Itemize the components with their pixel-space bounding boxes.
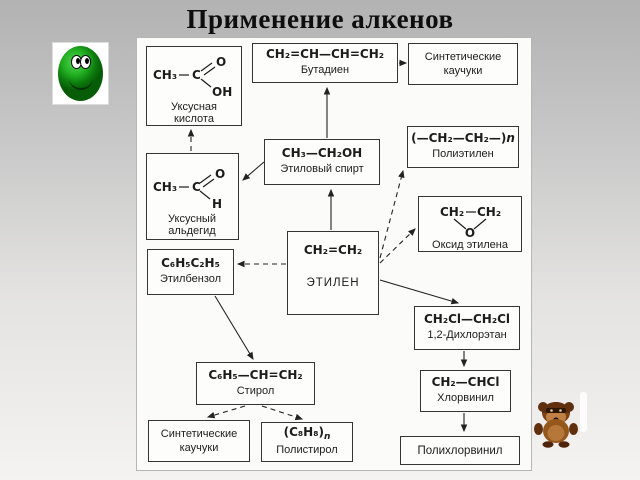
- white-highlight-bar: [580, 392, 587, 432]
- node-synthetic-rubber-top: Синтетические каучуки: [408, 43, 518, 85]
- acetaldehyde-c: C: [192, 180, 201, 194]
- styrene-label: Стирол: [236, 384, 275, 397]
- rubber-top-label-2: каучуки: [443, 65, 483, 77]
- node-dichloroethane: CH₂Cl—CH₂Cl 1,2-Дихлорэтан: [414, 306, 520, 350]
- rubber-top-label-1: Синтетические: [424, 51, 502, 64]
- slide-title: Применение алкенов: [186, 4, 454, 34]
- rubber-bottom-label-1: Синтетические: [160, 428, 238, 441]
- smiley-body: [58, 46, 103, 101]
- node-ethylene-oxide: CH₂ CH₂ O Оксид этилена: [418, 196, 522, 252]
- polystyrene-formula: (C₈H₈)n: [283, 424, 331, 442]
- node-pvc: Полихлорвинил: [400, 436, 520, 465]
- node-ethylene: CH₂=CH₂ ЭТИЛЕН: [287, 231, 379, 315]
- rubber-bottom-label-2: каучуки: [179, 442, 219, 454]
- node-vinyl-chloride: CH₂—CHCl Хлорвинил: [420, 370, 511, 412]
- dichloroethane-formula: CH₂Cl—CH₂Cl: [423, 312, 511, 327]
- acetaldehyde-label-2: альдегид: [168, 225, 216, 237]
- ethanol-formula: CH₃—CH₂OH: [281, 146, 363, 161]
- acetaldehyde-o: O: [215, 167, 225, 181]
- ethylene-formula: CH₂=CH₂: [303, 243, 363, 257]
- pvc-label: Полихлорвинил: [417, 445, 503, 458]
- acetic-acid-label-1: Уксусная: [171, 101, 217, 113]
- ethanol-label: Этиловый спирт: [280, 163, 364, 176]
- acetic-acid-ch3: CH₃: [153, 68, 177, 82]
- acetaldehyde-structure: CH₃ C O H Уксусный альдегид: [153, 167, 225, 237]
- node-polyethylene: (—CH₂—CH₂—)n Полиэтилен: [407, 126, 519, 168]
- acetic-acid-oh: OH: [212, 85, 232, 99]
- oxide-ch2-right: CH₂: [477, 205, 501, 219]
- oxide-ch2-left: CH₂: [440, 205, 464, 219]
- polyethylene-formula: (—CH₂—CH₂—)n: [411, 131, 515, 146]
- ethylene-oxide-structure: CH₂ CH₂ O Оксид этилена: [432, 205, 509, 250]
- butadiene-label: Бутадиен: [300, 64, 350, 77]
- acetic-acid-label-2: кислота: [174, 113, 215, 124]
- polyethylene-label: Полиэтилен: [432, 148, 494, 161]
- node-ethanol: CH₃—CH₂OH Этиловый спирт: [264, 139, 380, 185]
- polyethylene-n: n: [506, 131, 515, 146]
- acetic-acid-structure: CH₃ C O OH Уксусная кислота: [153, 55, 232, 124]
- node-styrene: C₆H₅—CH=CH₂ Стирол: [196, 362, 315, 405]
- polystyrene-n: n: [323, 431, 331, 442]
- smiley-eye-right: [79, 55, 91, 69]
- acetic-acid-o: O: [216, 55, 226, 69]
- vinyl-chloride-formula: CH₂—CHCl: [431, 375, 500, 390]
- node-synthetic-rubber-bottom: Синтетические каучуки: [148, 420, 250, 462]
- smiley-eyes: [70, 55, 91, 69]
- styrene-formula: C₆H₅—CH=CH₂: [208, 367, 303, 382]
- ethylbenzene-formula: C₆H₅C₂H₅: [161, 256, 220, 271]
- node-acetaldehyde: CH₃ C O H Уксусный альдегид: [146, 153, 239, 240]
- green-smiley-character: [52, 42, 109, 105]
- ethylbenzene-label: Этилбензол: [159, 273, 222, 286]
- node-acetic-acid: CH₃ C O OH Уксусная кислота: [146, 46, 242, 126]
- node-polystyrene: (C₈H₈)n Полистирол: [261, 422, 353, 462]
- dichloroethane-label: 1,2-Дихлорэтан: [427, 329, 507, 342]
- oxide-o: O: [465, 226, 475, 240]
- butadiene-formula: CH₂=CH—CH=CH₂: [265, 47, 385, 62]
- vinyl-chloride-label: Хлорвинил: [437, 392, 494, 405]
- acetaldehyde-label-1: Уксусный: [168, 213, 216, 225]
- bear-mascot-character: [534, 402, 578, 448]
- ethylene-label: ЭТИЛЕН: [306, 276, 360, 289]
- acetaldehyde-h: H: [212, 197, 222, 211]
- oxide-label: Оксид этилена: [432, 239, 509, 250]
- polystyrene-label: Полистирол: [276, 444, 338, 457]
- acetaldehyde-ch3: CH₃: [153, 180, 177, 194]
- node-butadiene: CH₂=CH—CH=CH₂ Бутадиен: [252, 43, 398, 83]
- smiley-mouth: [68, 77, 93, 90]
- node-ethylbenzene: C₆H₅C₂H₅ Этилбензол: [147, 249, 234, 295]
- acetic-acid-c: C: [192, 68, 201, 82]
